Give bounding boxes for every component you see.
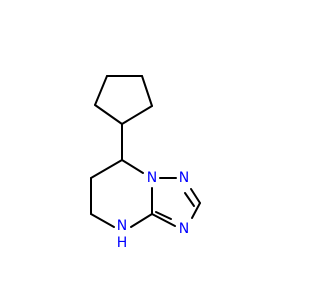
bond-nright-c3a-double bbox=[155, 211, 172, 220]
bond-ntop-c2-double bbox=[184, 192, 195, 207]
bond-ntop-c2 bbox=[190, 188, 201, 204]
bond-cp-5 bbox=[121, 105, 153, 125]
cyclopentyl-ring bbox=[94, 75, 153, 125]
atom-n-right: N bbox=[179, 221, 189, 237]
triazole-ring bbox=[151, 177, 201, 227]
bond-c2-nright bbox=[191, 202, 201, 219]
bond-c7-c6 bbox=[90, 159, 123, 179]
bond-cp-1 bbox=[94, 104, 123, 125]
molecule-canvas: N N N N H bbox=[90, 75, 201, 251]
bond-cp-4 bbox=[141, 75, 153, 107]
bond-nh-c3a bbox=[130, 213, 153, 228]
bond-n-c7 bbox=[121, 159, 144, 174]
molecule-structure: N N N N H bbox=[90, 75, 201, 251]
tetrahydropyrimidine-ring bbox=[90, 159, 153, 228]
bond-c5-nh bbox=[90, 213, 115, 228]
atom-n-bridge: N bbox=[147, 170, 157, 186]
atom-n-bottom: N bbox=[117, 218, 127, 234]
bond-cp-2 bbox=[94, 75, 108, 106]
atom-n-top: N bbox=[179, 170, 189, 186]
bond-nright-c3a bbox=[151, 213, 176, 227]
atom-h-bottom: H bbox=[117, 235, 128, 251]
